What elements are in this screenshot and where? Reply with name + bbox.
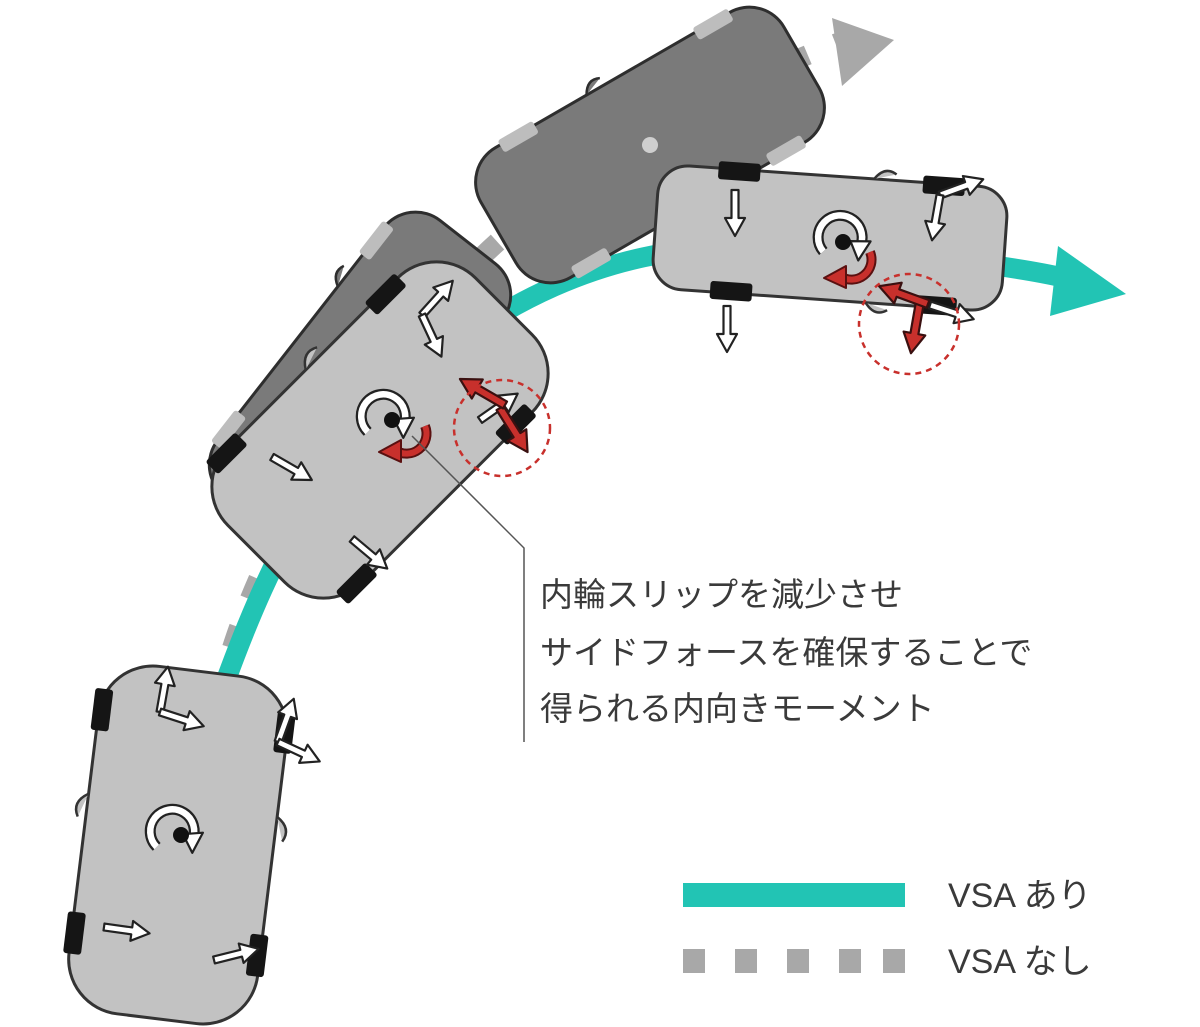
center-of-gravity-dot-right <box>835 234 851 250</box>
highlight-circle-right <box>857 272 961 376</box>
car-no-vsa-top <box>474 5 826 285</box>
middle-car-forces <box>265 273 552 578</box>
annotation-line-2: サイドフォースを確保することで <box>540 633 1032 672</box>
highlight-circle-middle <box>452 378 552 478</box>
legend-swatch-no-vsa <box>683 949 905 973</box>
annotation: 内輪スリップを減少させ サイドフォースを確保することで 得られる内向きモーメント <box>540 575 1032 728</box>
bottom-car-forces <box>101 663 326 971</box>
right-car-forces <box>715 168 988 376</box>
legend-label-no-vsa: VSA なし <box>948 943 1092 981</box>
vsa-path-arrowhead <box>1050 246 1126 316</box>
annotation-line-3: 得られる内向きモーメント <box>540 689 935 728</box>
legend-swatch-vsa <box>683 883 905 907</box>
car-vsa-right <box>651 161 1009 316</box>
car-vsa-middle <box>205 260 550 605</box>
annotation-leader-line <box>411 435 525 742</box>
center-of-gravity-dot-middle <box>384 412 400 428</box>
legend-label-vsa: VSA あり <box>948 877 1092 915</box>
center-of-gravity-dot-bottom <box>173 827 189 843</box>
car-vsa-bottom <box>63 664 297 1026</box>
legend: VSA あり VSA なし <box>683 877 1092 981</box>
no-vsa-path-arrowhead <box>832 18 894 86</box>
annotation-line-1: 内輪スリップを減少させ <box>540 575 903 614</box>
